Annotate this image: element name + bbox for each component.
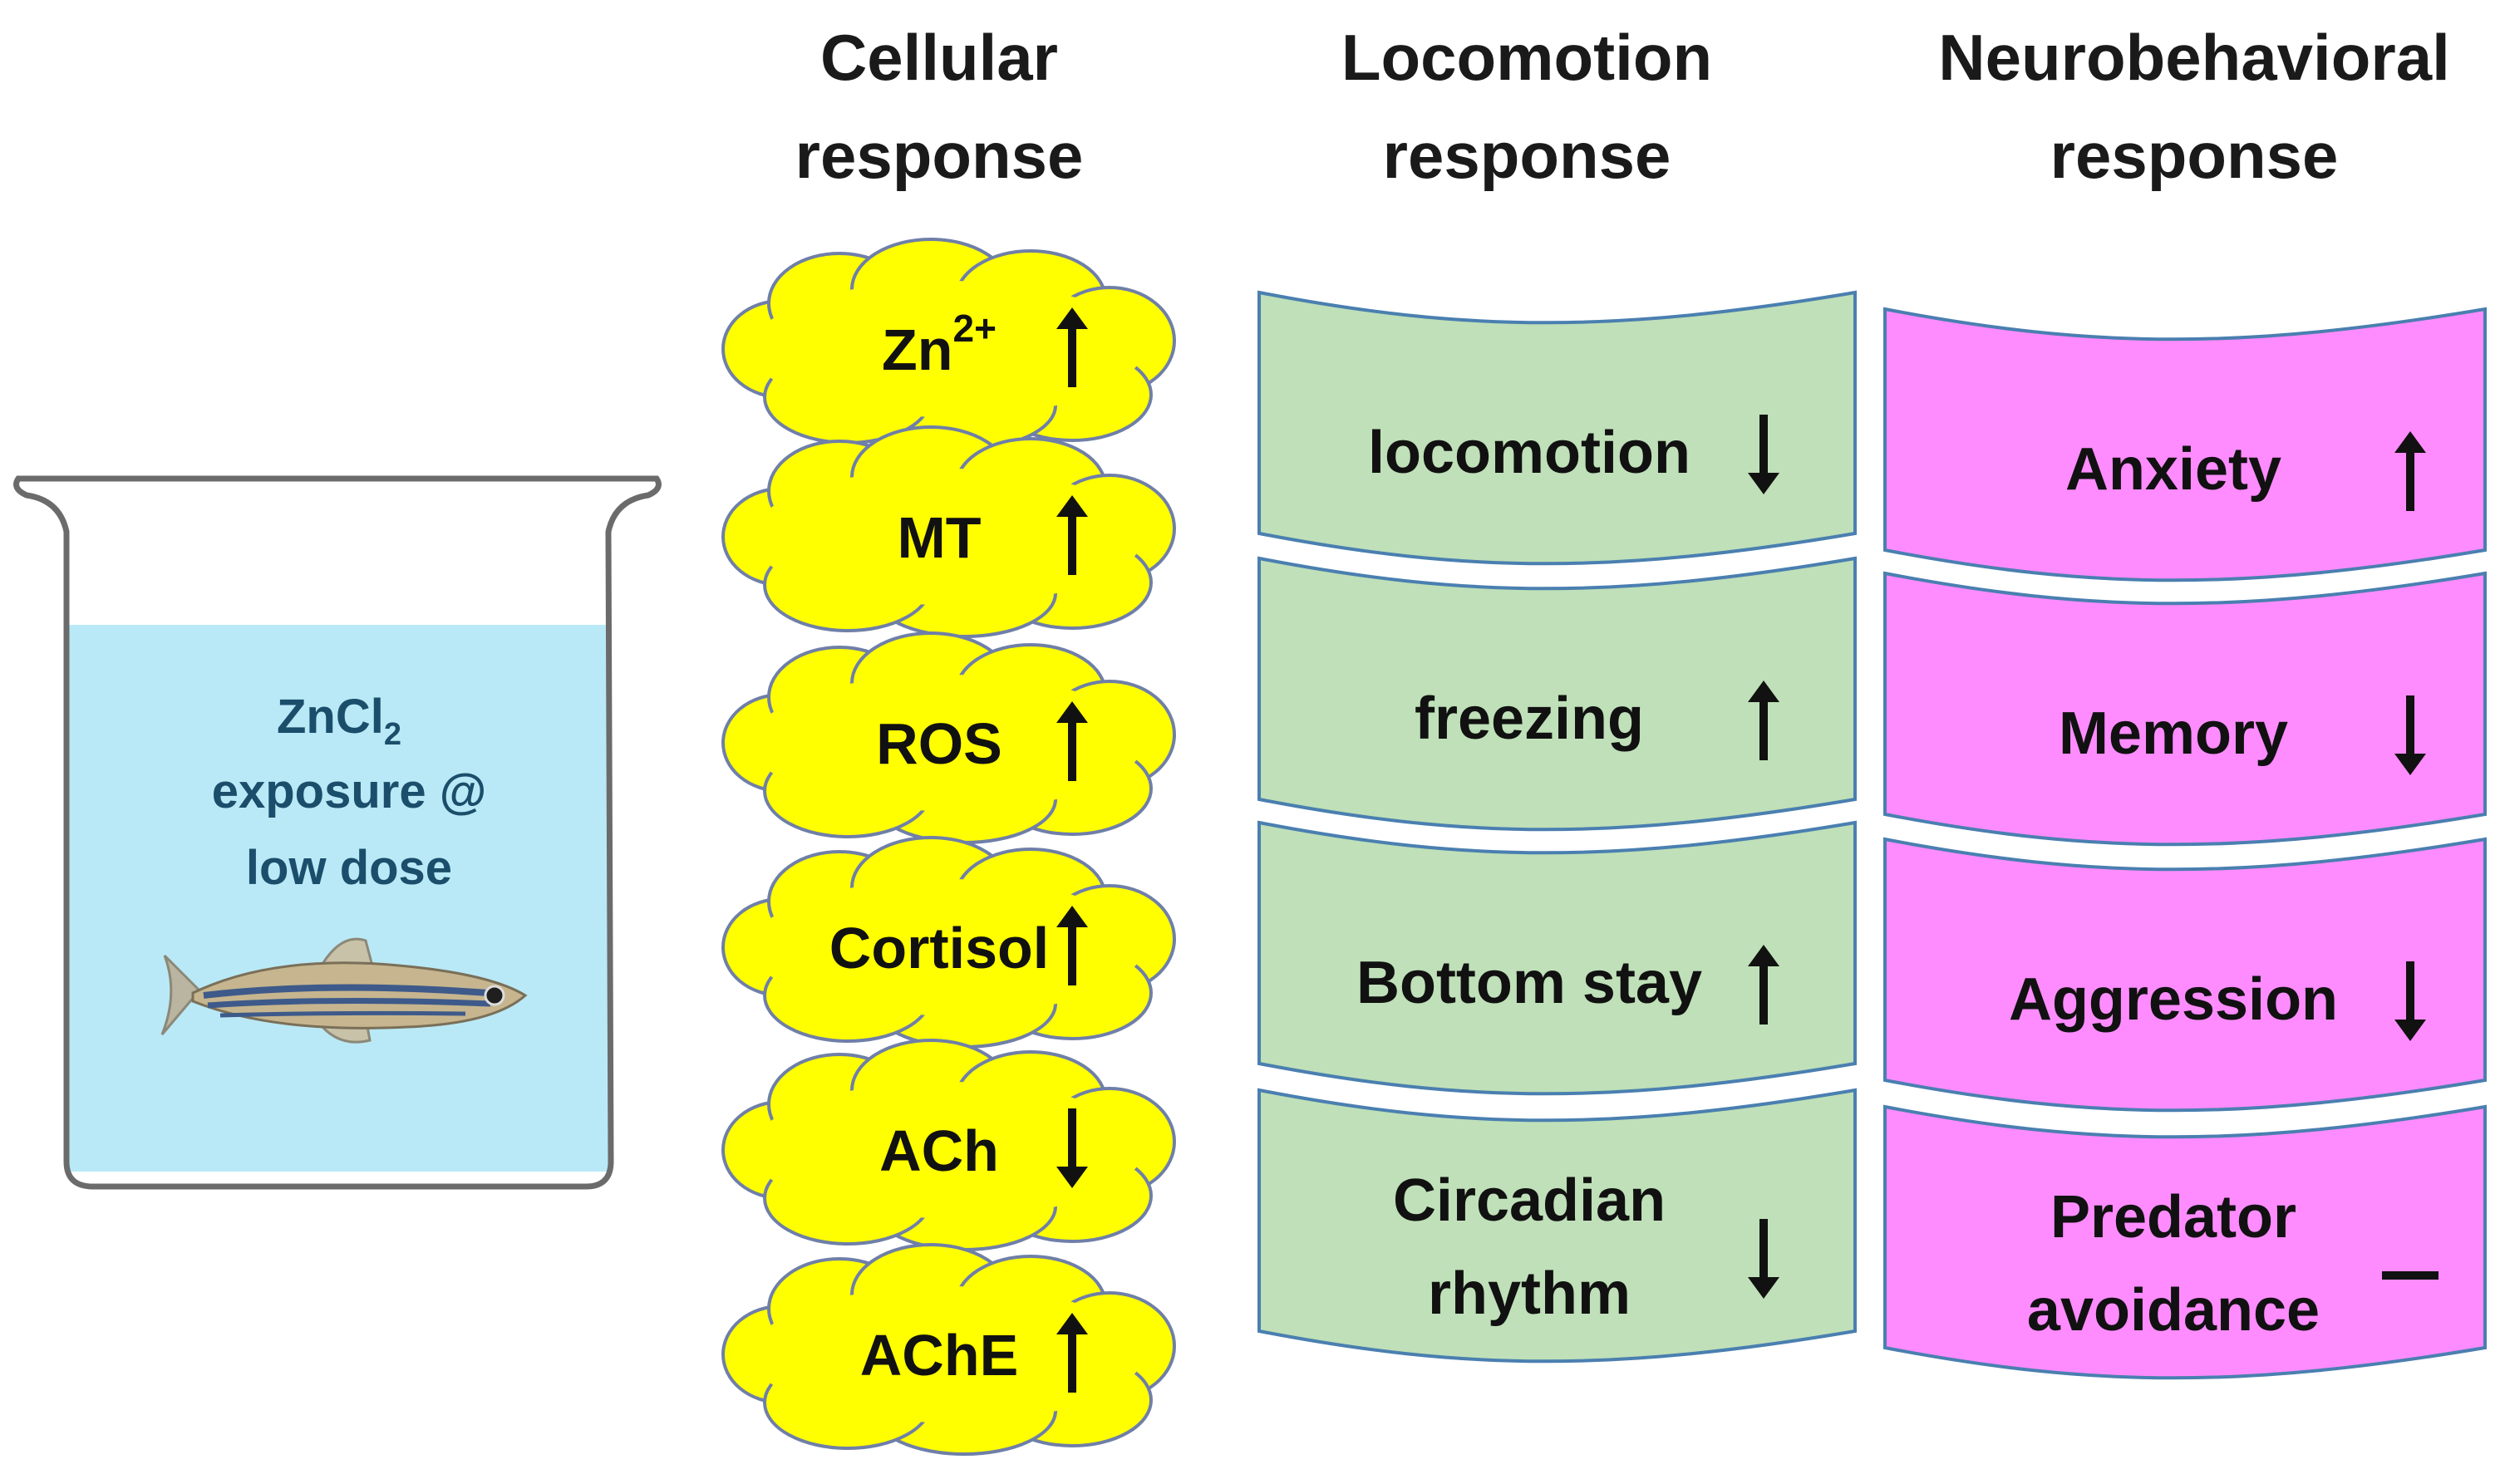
arrow-up-icon	[1056, 1313, 1088, 1393]
cloud-item: ROS	[721, 631, 1176, 844]
cloud-item: Zn2+	[721, 238, 1176, 450]
cloud-shape	[721, 1039, 1176, 1251]
locomotion-banner: locomotion	[1257, 290, 1857, 566]
locomotion-label: Bottom stay	[1356, 950, 1702, 1016]
neuro-label: Predator	[2050, 1184, 2296, 1251]
cloud-label: Zn2+	[882, 307, 997, 382]
arrow-down-icon	[2394, 695, 2426, 775]
beaker-outline	[13, 475, 662, 1190]
beaker-label-line3: low dose	[246, 841, 452, 895]
neuro-banner: Predator avoidance	[1883, 1104, 2487, 1380]
beaker-water	[66, 625, 611, 1172]
cloud-label: ROS	[876, 711, 1002, 776]
arrow-down-icon	[1056, 1108, 1088, 1188]
locomotion-label: freezing	[1415, 685, 1644, 752]
banner-shape	[1257, 556, 1857, 832]
header-neuro-line1: Neurobehavioral	[1938, 21, 2450, 94]
header-cellular-response: Cellular response	[648, 8, 1230, 204]
fish-stripe	[203, 984, 500, 999]
locomotion-label: rhythm	[1428, 1260, 1631, 1327]
arrow-down-icon	[2394, 961, 2426, 1041]
neuro-label: Anxiety	[2065, 436, 2281, 503]
banner-shape	[1883, 571, 2487, 847]
beaker: ZnCl2 exposure @ low dose	[13, 475, 662, 1190]
banner-shape	[1257, 290, 1857, 566]
locomotion-banner: freezing	[1257, 556, 1857, 832]
fish-eye	[484, 985, 505, 1006]
arrow-up-icon	[1748, 681, 1779, 760]
banner-shape	[1257, 820, 1857, 1096]
arrow-up-icon	[1056, 701, 1088, 781]
cloud-shape	[721, 836, 1176, 1049]
header-cellular-line2: response	[795, 119, 1084, 192]
arrow-up-icon	[2394, 431, 2426, 511]
arrow-up-icon	[1056, 495, 1088, 575]
zebrafish-illustration	[160, 937, 528, 1044]
neuro-banner: Memory	[1883, 571, 2487, 847]
locomotion-banner: Circadian rhythm	[1257, 1088, 1857, 1364]
cloud-item: Cortisol	[721, 836, 1176, 1049]
cloud-shape	[721, 238, 1176, 450]
fish-tail	[160, 954, 202, 1035]
cloud-shape	[721, 631, 1176, 844]
arrow-up-icon	[1748, 945, 1779, 1025]
cloud-item: ACh	[721, 1039, 1176, 1251]
header-locomotion-response: Locomotion response	[1236, 8, 1818, 204]
neuro-label: Memory	[2059, 700, 2288, 767]
arrow-up-icon	[1056, 307, 1088, 387]
header-locomotion-line1: Locomotion	[1341, 21, 1713, 94]
header-locomotion-line2: response	[1382, 119, 1671, 192]
cloud-item: MT	[721, 425, 1176, 638]
banner-shape	[1883, 837, 2487, 1113]
header-neurobehavioral-response: Neurobehavioral response	[1903, 8, 2485, 204]
cloud-label: ACh	[879, 1118, 999, 1183]
header-neuro-line2: response	[2050, 119, 2339, 192]
fish-stripe	[207, 997, 491, 1009]
header-cellular-line1: Cellular	[819, 21, 1059, 94]
cloud-label: AChE	[860, 1323, 1019, 1388]
neuro-banner: Anxiety	[1883, 307, 2487, 582]
neuro-label: Aggression	[2009, 966, 2338, 1033]
locomotion-label: locomotion	[1368, 420, 1690, 486]
arrow-down-icon	[1748, 415, 1779, 494]
neuro-label: avoidance	[2027, 1277, 2320, 1344]
locomotion-banner: Bottom stay	[1257, 820, 1857, 1096]
locomotion-label: Circadian	[1393, 1167, 1666, 1234]
cloud-label: MT	[897, 505, 981, 570]
cloud-label: Cortisol	[829, 916, 1049, 980]
neuro-banner: Aggression	[1883, 837, 2487, 1113]
beaker-label-line2: exposure @	[212, 764, 487, 818]
banner-shape	[1257, 1088, 1857, 1364]
beaker-label-line1: ZnCl2	[277, 690, 401, 752]
cloud-item: AChE	[721, 1243, 1176, 1456]
banner-shape	[1883, 307, 2487, 582]
fish-stripe	[219, 1010, 466, 1018]
arrow-up-icon	[1056, 906, 1088, 985]
cloud-shape	[721, 425, 1176, 638]
arrow-down-icon	[1748, 1219, 1779, 1299]
banner-shape	[1883, 1104, 2487, 1380]
